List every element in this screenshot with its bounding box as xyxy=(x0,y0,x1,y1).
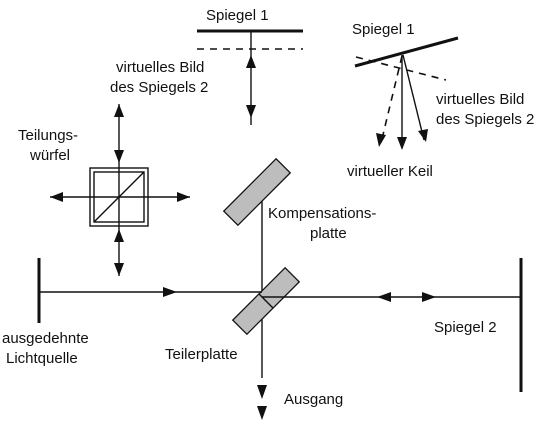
arrow-up-to-mirror-1 xyxy=(246,55,256,68)
source-arrow xyxy=(163,287,177,297)
arrow-left-from-mirror-2 xyxy=(377,292,391,302)
label-inset-virtual-image-line2: des Spiegels 2 xyxy=(436,111,534,128)
compensation-plate xyxy=(222,157,292,227)
inset-arrow-incident xyxy=(397,137,407,150)
label-source-line1: ausgedehnte xyxy=(2,330,89,347)
label-compensation-line1: Kompensations- xyxy=(268,205,376,222)
label-inset-virtual-image-line1: virtuelles Bild xyxy=(436,91,524,108)
label-virtual-image-line1: virtuelles Bild xyxy=(116,59,204,76)
virtual-wedge-inset xyxy=(354,36,459,150)
inset-ray-virtual xyxy=(380,55,403,144)
beamsplitter-plate xyxy=(231,266,301,336)
beam-splitter-cube xyxy=(50,104,190,276)
inset-ray-reflected xyxy=(402,54,425,141)
output-arrow-lower xyxy=(257,406,267,420)
arrow-right-to-mirror-2 xyxy=(422,292,436,302)
inset-mirror-1 xyxy=(354,36,459,68)
label-beamsplitter: Teilerplatte xyxy=(165,346,238,363)
label-mirror-1: Spiegel 1 xyxy=(206,7,269,24)
inset-arrow-reflected xyxy=(418,129,428,142)
inset-virtual-mirror-dashed xyxy=(355,56,447,81)
label-compensation-line2: platte xyxy=(310,225,347,242)
label-cube-line1: Teilungs- xyxy=(18,127,78,144)
inset-arrow-virtual xyxy=(376,133,386,147)
label-cube-line2: würfel xyxy=(29,147,70,164)
arrow-down-from-mirror-1 xyxy=(246,105,256,118)
label-virtual-wedge: virtueller Keil xyxy=(347,163,433,180)
label-virtual-image-line2: des Spiegels 2 xyxy=(110,79,208,96)
label-output: Ausgang xyxy=(284,391,343,408)
label-inset-mirror-1: Spiegel 1 xyxy=(352,21,415,38)
label-source-line2: Lichtquelle xyxy=(6,350,78,367)
output-arrow xyxy=(257,385,267,399)
label-mirror-2: Spiegel 2 xyxy=(434,319,497,336)
